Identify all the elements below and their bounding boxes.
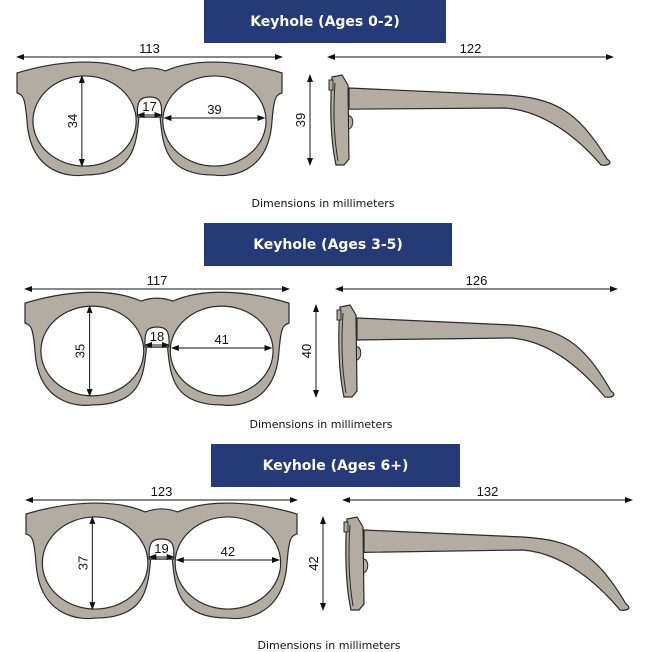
lens-width-label: 39 — [207, 102, 221, 117]
temple-arm — [356, 317, 615, 398]
lens-width-label: 42 — [221, 544, 235, 559]
nose-pad — [363, 558, 369, 574]
units-caption: Dimensions in millimeters — [249, 418, 393, 431]
lens-width-label: 41 — [214, 332, 228, 347]
section-title-banner: Keyhole (Ages 0-2) — [204, 0, 446, 43]
total-width-label: 123 — [151, 484, 173, 499]
lens-height-label: 37 — [75, 556, 90, 570]
hinge — [328, 79, 334, 91]
total-width-label: 117 — [147, 273, 168, 288]
front-view-frame — [25, 502, 298, 620]
section-title-banner: Keyhole (Ages 6+) — [211, 444, 460, 487]
frame-height-label: 40 — [299, 344, 314, 358]
units-caption: Dimensions in millimeters — [257, 639, 401, 652]
side-view-frame — [343, 516, 630, 611]
hinge — [343, 521, 349, 533]
right-lens — [174, 516, 282, 610]
temple-length-label: 132 — [477, 484, 499, 499]
hinge — [336, 309, 342, 321]
lens-height-label: 35 — [73, 344, 88, 358]
nose-pad — [348, 115, 354, 130]
left-lens — [41, 516, 149, 610]
frame-height-label: 42 — [306, 556, 321, 570]
temple-length-label: 122 — [460, 41, 482, 56]
temple-arm — [348, 87, 611, 166]
nose-pad — [356, 345, 362, 361]
bridge-width-label: 18 — [150, 329, 164, 344]
total-width-label: 113 — [139, 41, 160, 56]
bridge-width-label: 19 — [154, 541, 168, 556]
bridge-width-label: 17 — [142, 99, 156, 114]
side-view-frame — [328, 74, 611, 166]
section-title-banner: Keyhole (Ages 3-5) — [204, 223, 452, 266]
temple-arm — [363, 529, 630, 611]
frame-height-label: 39 — [293, 113, 308, 127]
temple-length-label: 126 — [466, 273, 488, 288]
units-caption: Dimensions in millimeters — [251, 197, 395, 210]
side-view-frame — [336, 304, 615, 398]
lens-height-label: 34 — [65, 114, 80, 128]
